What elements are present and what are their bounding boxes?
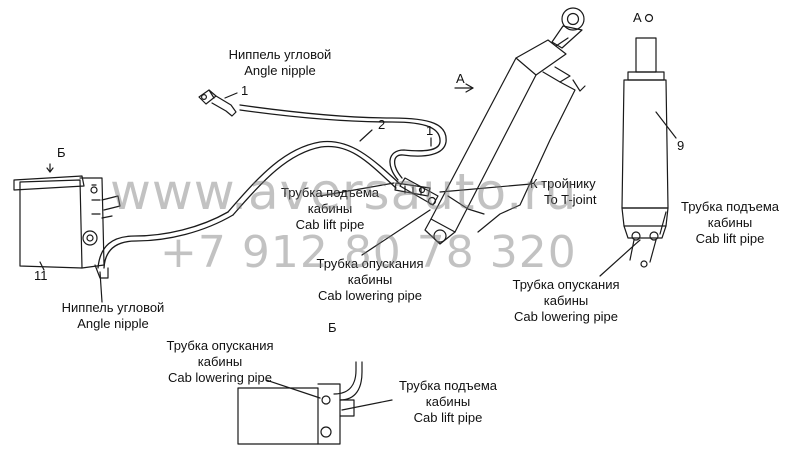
label-line: Ниппель угловой [61,300,165,315]
pump-reservoir [13,175,121,279]
label-line: Cab lift pipe [413,410,483,425]
leader-1-top [224,92,238,99]
label-to-tee: К тройнику To T-joint [530,176,630,208]
callout-11: 11 [34,268,48,283]
label-lowering-pipe-right: Трубка опускания кабины Cab lowering pip… [496,277,636,325]
leader-tee [439,183,532,193]
leader-lift-detail [341,399,393,411]
label-line: К тройнику [530,176,596,191]
label-line: Трубка подъема [680,199,779,214]
view-b-arrow-letter: Б [57,145,66,160]
leader-nipple-bottom [99,271,103,303]
leader-lift-center [319,182,395,197]
view-a-title: А [633,10,642,25]
label-line: Трубка опускания [512,277,620,292]
label-line: Angle nipple [77,316,149,331]
label-line: Трубка подъема [398,378,497,393]
label-line: кабины [347,272,393,287]
label-line: Ниппель угловой [228,47,332,62]
view-a-arrow-letter: А [456,71,465,86]
label-line: Трубка опускания [166,338,274,353]
label-line: Cab lowering pipe [513,309,619,324]
label-line: кабины [307,201,353,216]
callout-2: 2 [378,117,386,132]
leader-11 [39,261,45,271]
cylinder-fittings [394,177,439,206]
view-b-title: Б [328,320,337,335]
label-lift-pipe-right: Трубка подъема кабины Cab lift pipe [664,199,796,247]
label-lift-pipe-detail: Трубка подъема кабины Cab lift pipe [382,378,514,426]
label-line: кабины [707,215,753,230]
leader-lowering-center [361,209,431,256]
label-line: Angle nipple [244,63,316,78]
label-line: кабины [425,394,471,409]
label-lowering-pipe-center: Трубка опускания кабины Cab lowering pip… [300,256,440,304]
label-line: Трубка подъема [280,185,379,200]
leader-lift-right [659,211,667,235]
label-line: Cab lowering pipe [167,370,273,385]
label-angle-nipple-bottom: Ниппель угловой Angle nipple [58,300,168,332]
label-line: Трубка опускания [316,256,424,271]
angle-nipple-top [198,89,237,117]
pipe-1 [239,104,447,181]
label-line: Cab lift pipe [295,217,365,232]
label-line: кабины [543,293,589,308]
label-angle-nipple-top: Ниппель угловой Angle nipple [225,47,335,79]
label-line: кабины [197,354,243,369]
label-lift-pipe-center: Трубка подъема кабины Cab lift pipe [262,185,398,233]
callout-9: 9 [677,138,685,153]
label-line: Cab lowering pipe [317,288,423,303]
leader-lowering-detail [265,379,321,399]
leader-lowering-right [599,239,641,277]
tilt-cylinder [424,7,586,245]
view-b-arrow [46,163,54,173]
callout-1-top: 1 [241,83,249,98]
label-line: To T-joint [544,192,597,207]
view-a-pump [621,13,669,268]
label-lowering-pipe-detail: Трубка опускания кабины Cab lowering pip… [150,338,290,386]
view-a-arrow [454,83,474,93]
leader-9 [655,111,677,139]
leader-2 [359,129,373,142]
callout-1-mid: 1 [426,123,434,138]
label-line: Cab lift pipe [695,231,765,246]
